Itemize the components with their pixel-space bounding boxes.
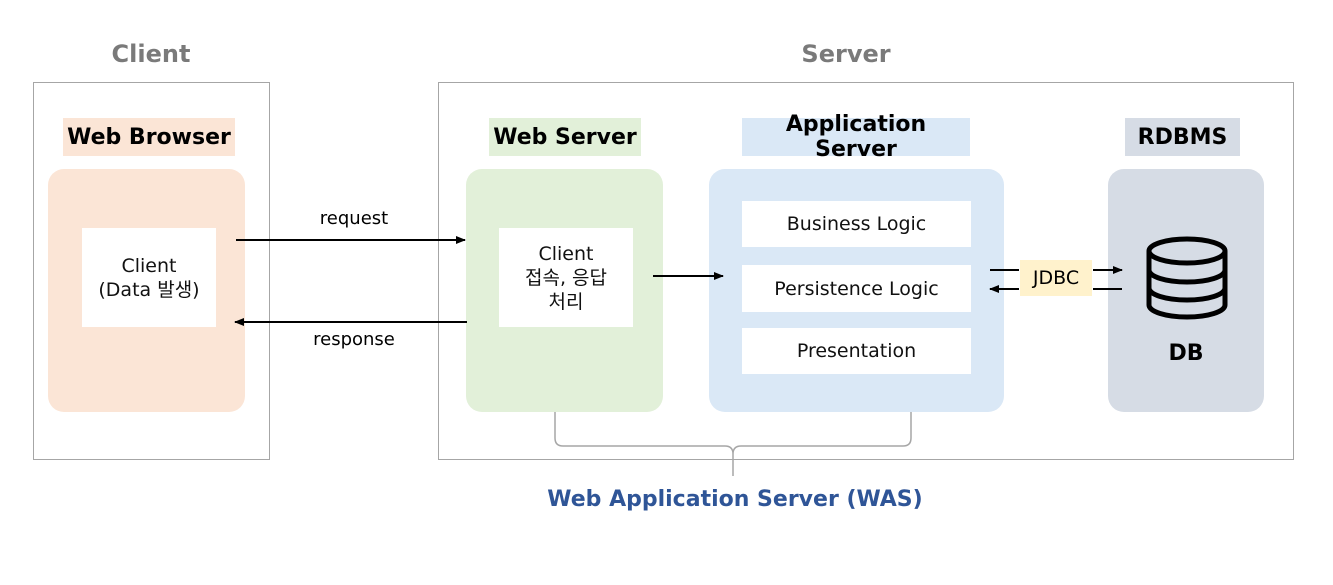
was-brace [554, 412, 912, 476]
database-icon [1146, 236, 1228, 320]
jdbc-label: JDBC [1020, 260, 1092, 296]
server-section-title: Server [801, 40, 891, 68]
web-browser-label: Web Browser [63, 118, 235, 156]
web-server-box-line2: 접속, 응답 [525, 266, 607, 289]
client-data-line2: (Data 발생) [98, 278, 200, 301]
rdbms-label: RDBMS [1125, 118, 1240, 156]
web-server-process-box: Client 접속, 응답 처리 [499, 228, 633, 327]
business-logic-box: Business Logic [742, 201, 971, 247]
web-server-label: Web Server [489, 118, 641, 156]
response-label: response [313, 329, 395, 350]
client-data-line1: Client [121, 254, 177, 277]
persistence-logic-box: Persistence Logic [742, 265, 971, 312]
presentation-box: Presentation [742, 328, 971, 374]
request-label: request [319, 208, 389, 229]
web-server-box-line1: Client [538, 242, 594, 265]
client-data-box: Client (Data 발생) [82, 228, 216, 327]
web-server-box-line3: 처리 [548, 290, 584, 313]
db-label: DB [1168, 340, 1204, 366]
was-label: Web Application Server (WAS) [547, 487, 923, 512]
client-section-title: Client [111, 40, 191, 68]
rdbms-panel [1108, 169, 1264, 412]
